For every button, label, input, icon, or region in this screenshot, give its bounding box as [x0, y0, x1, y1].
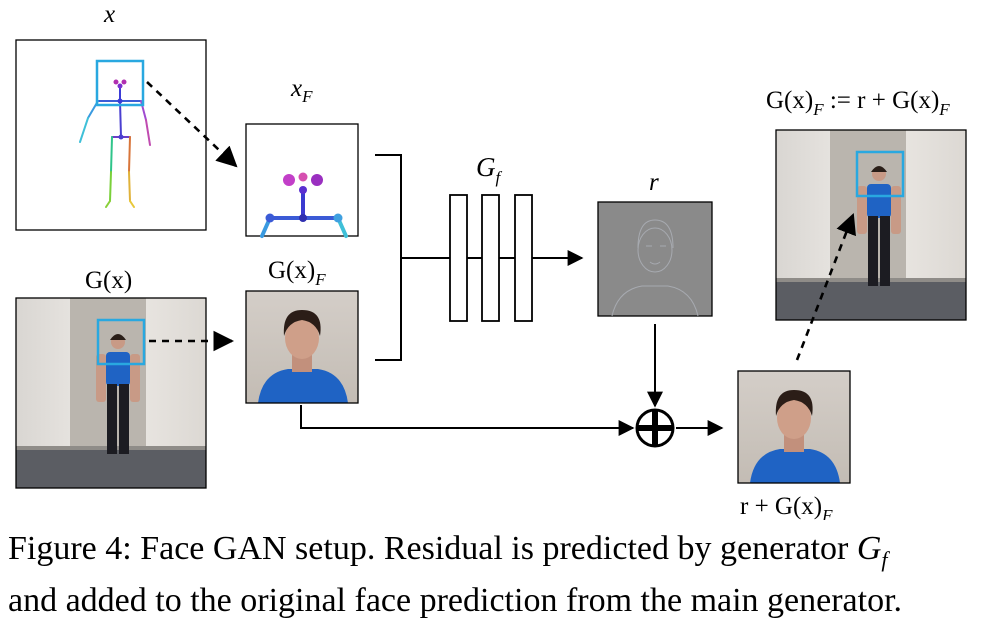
label-x-face-main: x — [290, 75, 302, 102]
label-gx-face-main: G(x) — [268, 257, 315, 284]
label-gx-text: G(x) — [85, 267, 132, 294]
generator-gf-blocks — [449, 194, 533, 322]
generator-block-2 — [481, 194, 500, 322]
sum-main: r + G(x) — [740, 493, 822, 520]
generator-block-1 — [449, 194, 468, 322]
skeleton-face-keypoints — [113, 79, 127, 140]
residual-edges — [611, 219, 699, 317]
label-x-face: xF — [290, 75, 313, 106]
dashed-arrows — [146, 81, 856, 361]
caption-line-2: and added to the original face predictio… — [8, 581, 903, 619]
generated-face-crop-image — [245, 290, 359, 404]
label-gx-face: G(x)F — [268, 257, 326, 289]
residual-image — [597, 201, 713, 317]
face-gan-diagram: x xF G(x) G(x)F Gf r G(x)F := r + G(x)F … — [15, 1, 967, 520]
pose-skeleton-image — [15, 39, 207, 231]
caption-g: G — [856, 530, 882, 567]
bracket-inputs — [375, 154, 402, 361]
label-gf: Gf — [476, 152, 503, 187]
caption-generator-symbol: Gf — [856, 530, 888, 572]
label-result-definition: G(x)F := r + G(x)F — [766, 87, 950, 119]
face-crop-keypoints — [265, 172, 343, 223]
result-face-image — [737, 370, 851, 484]
label-gx: G(x) — [85, 267, 132, 294]
result-def-lhs: G(x) — [766, 87, 813, 114]
result-def-lhs-sub: F — [812, 100, 824, 119]
label-sum: r + G(x)F — [740, 493, 833, 520]
label-x-face-sub: F — [301, 87, 313, 106]
sum-sub: F — [821, 506, 833, 520]
label-x: x — [103, 1, 115, 28]
label-gf-main: G — [476, 152, 496, 182]
pose-face-crop-image — [245, 123, 359, 238]
skeleton-figure — [79, 85, 151, 208]
figure-caption: Figure 4: Face GAN setup. Residual is pr… — [8, 528, 993, 621]
final-output-image — [775, 129, 967, 321]
arrow-face-to-sum — [300, 405, 635, 436]
crop-box-pose — [95, 59, 145, 107]
crop-box-generated — [96, 318, 146, 366]
sum-node-icon — [635, 408, 675, 448]
label-gf-sub: f — [496, 168, 503, 187]
caption-g-sub: f — [881, 546, 888, 572]
generated-full-image — [15, 297, 207, 489]
caption-prefix: Figure 4: Face GAN setup. Residual is pr… — [8, 530, 857, 567]
connectors — [300, 154, 724, 436]
label-gx-face-sub: F — [314, 270, 326, 289]
result-def-op: := r + G(x) — [824, 87, 940, 114]
crop-box-final — [855, 150, 905, 198]
label-r: r — [649, 169, 659, 196]
result-def-rhs-sub: F — [938, 100, 950, 119]
generator-block-3 — [514, 194, 533, 322]
